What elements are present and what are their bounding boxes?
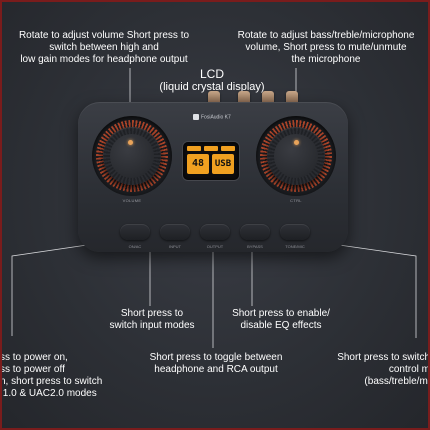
control-knob-label: CTRL: [290, 198, 302, 203]
control-knob[interactable]: [256, 116, 336, 196]
power-mode-button[interactable]: [120, 224, 150, 240]
input-button-label: INPUT: [169, 244, 181, 249]
caption-tone-button: Short press to switch control m (bass/tr…: [337, 352, 430, 387]
caption-power-button: ss to power on, ss to power off n, short…: [0, 352, 103, 399]
input-button[interactable]: [160, 224, 190, 240]
connector-jack: [262, 91, 274, 105]
volume-knob[interactable]: [92, 116, 172, 196]
output-button[interactable]: [200, 224, 230, 240]
caption-volume-knob: Rotate to adjust volume Short press to s…: [18, 30, 190, 65]
lcd-volume-value: 48: [187, 154, 209, 174]
brand-mark-icon: [193, 114, 199, 120]
volume-knob-label: VOLUME: [122, 198, 142, 203]
lcd-status-row: [187, 146, 235, 151]
tone-mic-button[interactable]: [280, 224, 310, 240]
lcd-display: 48 USB: [183, 142, 239, 180]
caption-input-button: Short press to switch input modes: [109, 308, 195, 331]
bypass-button-label: BYPASS: [247, 244, 263, 249]
connector-jack: [238, 91, 250, 105]
lcd-input-value: USB: [212, 154, 234, 174]
caption-bypass-button: Short press to enable/ disable EQ effect…: [232, 308, 330, 331]
volume-knob-indicator-icon: [128, 140, 133, 145]
rear-connectors: [200, 91, 304, 107]
brand-logo: FosiAudio K7: [193, 114, 231, 120]
control-knob-indicator-icon: [294, 140, 299, 145]
connector-jack: [286, 91, 298, 105]
output-button-label: OUTPUT: [206, 244, 224, 249]
caption-output-button: Short press to toggle between headphone …: [149, 352, 283, 375]
bypass-button[interactable]: [240, 224, 270, 240]
tone-mic-button-label: TONE/MIC: [285, 244, 305, 249]
power-mode-button-label: ON/AC: [128, 244, 142, 249]
caption-lcd: LCD (liquid crystal display): [159, 67, 265, 94]
caption-right-knob: Rotate to adjust bass/treble/microphone …: [237, 30, 415, 65]
connector-jack: [208, 91, 220, 105]
